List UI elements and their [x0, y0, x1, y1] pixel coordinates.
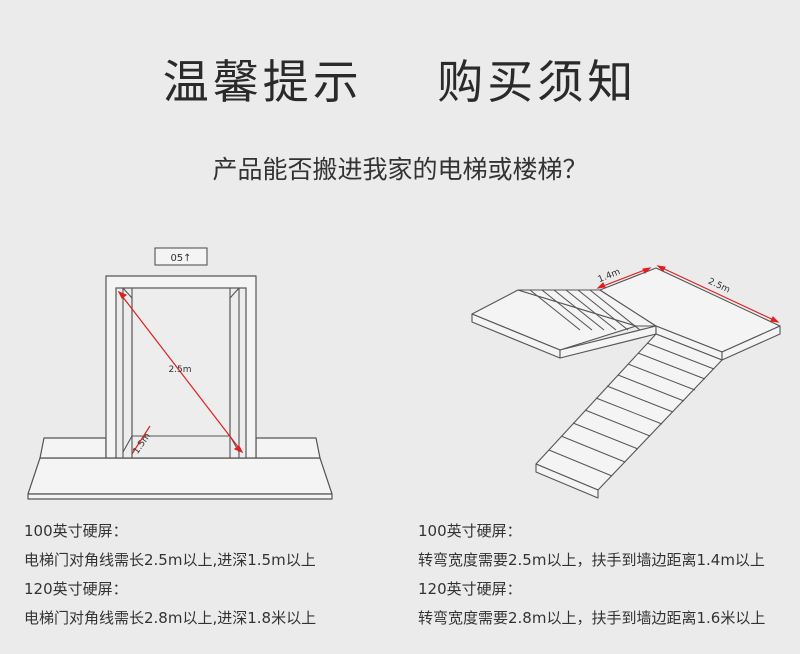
left-note-3: 120英寸硬屏： — [24, 580, 128, 598]
right-note-3: 120英寸硬屏： — [418, 580, 522, 598]
page-title: 温馨提示 购买须知 — [0, 52, 800, 112]
right-note-4: 转弯宽度需要2.8m以上，扶手到墙边距离1.6米以上 — [418, 609, 766, 627]
elevator-cabin — [131, 298, 231, 437]
floor-sign — [154, 247, 208, 266]
elevator-floor-front — [27, 493, 333, 500]
elevator-right-wall — [255, 437, 321, 459]
floor-sign-text: 05↑ — [170, 253, 191, 264]
title-purchase-notice: 购买须知 — [437, 55, 638, 109]
diagonal-measure-line — [118, 291, 243, 453]
left-note-4: 电梯门对角线需长2.8m以上,进深1.8米以上 — [24, 609, 317, 627]
rail-to-wall-measure — [597, 267, 651, 289]
stairs-diagram: 1.4m 2.5m — [471, 265, 781, 499]
title-warm-tip: 温馨提示 — [162, 55, 363, 109]
left-note-1: 100英寸硬屏： — [24, 522, 128, 540]
left-note-2: 电梯门对角线需长2.5m以上,进深1.5m以上 — [24, 551, 316, 569]
elevator-diagram: 05↑ 2.5m 1.5m — [27, 247, 333, 500]
right-note-2: 转弯宽度需要2.5m以上，扶手到墙边距离1.4m以上 — [418, 551, 765, 569]
diagonal-arrow-top — [117, 290, 128, 299]
diagonal-label: 2.5m — [168, 365, 191, 375]
elevator-floor-top — [27, 457, 333, 495]
depth-measure-line — [131, 425, 151, 455]
elevator-requirements: 100英寸硬屏： 电梯门对角线需长2.5m以上,进深1.5m以上 120英寸硬屏… — [24, 521, 316, 637]
page-subtitle: 产品能否搬进我家的电梯或楼梯？ — [212, 155, 588, 184]
turn-width-measure — [657, 265, 779, 323]
stairs-requirements: 100英寸硬屏： 转弯宽度需要2.5m以上，扶手到墙边距离1.4m以上 120英… — [418, 521, 765, 637]
elevator-left-wall — [39, 437, 107, 459]
diagonal-arrow-bottom — [233, 445, 244, 454]
right-note-1: 100英寸硬屏： — [418, 522, 522, 540]
